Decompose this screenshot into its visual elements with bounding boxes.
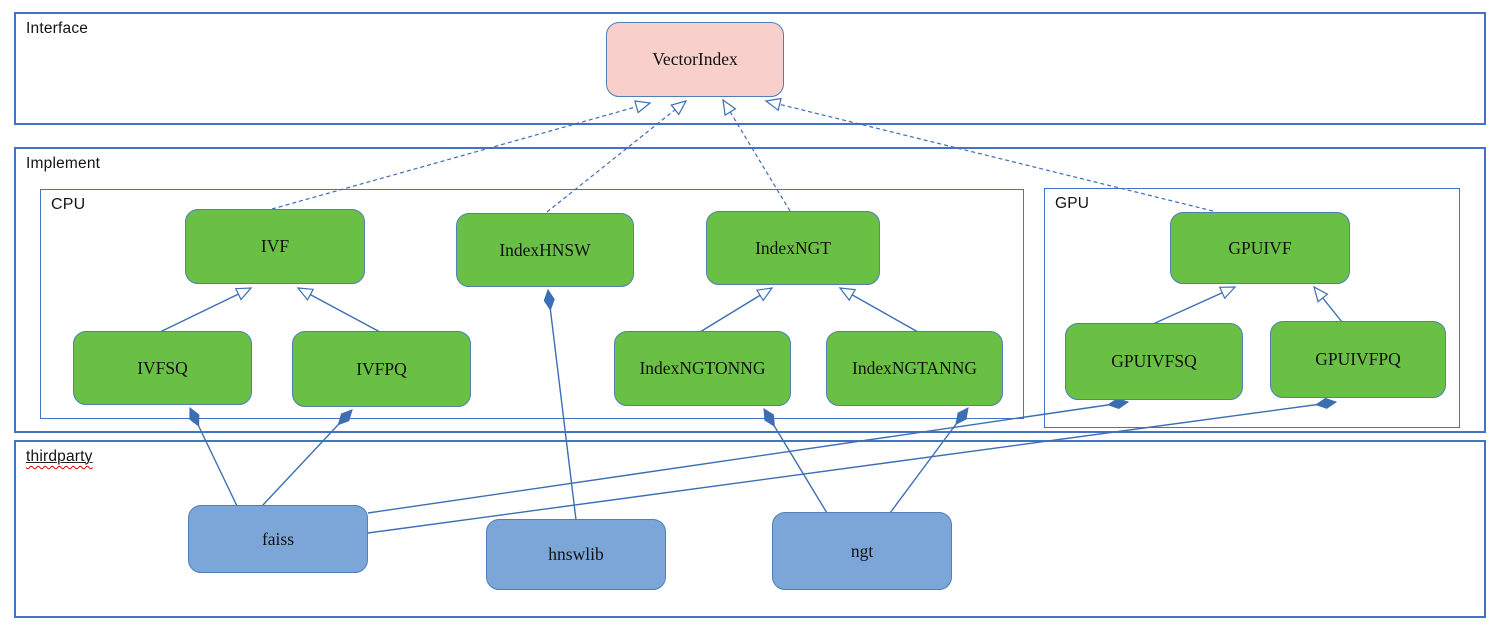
node-gpuivfpq[interactable]: GPUIVFPQ bbox=[1270, 321, 1446, 398]
container-label-interface: Interface bbox=[26, 20, 89, 37]
node-vectorindex[interactable]: VectorIndex bbox=[606, 22, 784, 97]
node-label: faiss bbox=[261, 528, 295, 549]
node-label: IVFSQ bbox=[137, 357, 188, 378]
edge-faiss-ivfsq-composition[interactable] bbox=[190, 408, 238, 507]
edge-gpuivfpq-gpuivf-inheritance[interactable] bbox=[1313, 285, 1343, 323]
edge-ivf-vectorindex-realization[interactable] bbox=[271, 100, 652, 210]
node-indexngt[interactable]: IndexNGT bbox=[706, 211, 880, 285]
edge-faiss-gpuivfsq-composition[interactable] bbox=[367, 402, 1128, 514]
container-gpu[interactable]: GPU bbox=[1044, 188, 1460, 428]
node-ivfsq[interactable]: IVFSQ bbox=[73, 331, 252, 405]
node-ivfpq[interactable]: IVFPQ bbox=[292, 331, 471, 407]
node-label: GPUIVF bbox=[1228, 237, 1292, 258]
container-label-implement: Implement bbox=[26, 155, 101, 172]
container-label-thirdparty: thirdparty bbox=[26, 448, 93, 466]
node-gpuivf[interactable]: GPUIVF bbox=[1170, 212, 1350, 284]
edge-indexngtonng-indexngt-inheritance[interactable] bbox=[699, 287, 774, 333]
edge-gpuivfsq-gpuivf-inheritance[interactable] bbox=[1152, 286, 1237, 325]
node-label: VectorIndex bbox=[652, 49, 738, 69]
thirdparty-spellcheck-underline: thirdparty bbox=[26, 448, 93, 465]
node-indexhnsw[interactable]: IndexHNSW bbox=[456, 213, 634, 287]
container-interface[interactable]: Interface bbox=[14, 12, 1486, 125]
node-ngt[interactable]: ngt bbox=[772, 512, 952, 590]
container-thirdparty[interactable]: thirdparty bbox=[14, 440, 1486, 618]
edge-faiss-gpuivfpq-composition[interactable] bbox=[367, 402, 1336, 534]
node-indexngtanng[interactable]: IndexNGTANNG bbox=[826, 331, 1003, 406]
container-implement[interactable]: Implement bbox=[14, 147, 1486, 433]
node-label: IVF bbox=[260, 236, 290, 256]
edge-indexngtanng-indexngt-inheritance[interactable] bbox=[838, 287, 919, 333]
container-label-gpu: GPU bbox=[1055, 195, 1090, 212]
node-hnswlib[interactable]: hnswlib bbox=[486, 519, 666, 590]
node-label: IVFPQ bbox=[356, 358, 407, 379]
edge-ngt-indexngtonng-composition[interactable] bbox=[763, 409, 828, 514]
node-ivf[interactable]: IVF bbox=[185, 209, 365, 284]
container-label-cpu: CPU bbox=[51, 196, 86, 213]
node-label: IndexNGT bbox=[755, 237, 831, 258]
node-label: GPUIVFSQ bbox=[1111, 351, 1197, 371]
node-gpuivfsq[interactable]: GPUIVFSQ bbox=[1065, 323, 1243, 400]
node-faiss[interactable]: faiss bbox=[188, 505, 368, 573]
node-label: ngt bbox=[850, 540, 874, 561]
edge-ivfpq-ivf-inheritance[interactable] bbox=[296, 287, 381, 333]
edge-ivfsq-ivf-inheritance[interactable] bbox=[159, 287, 253, 333]
edge-faiss-ivfpq-composition[interactable] bbox=[261, 410, 352, 507]
edge-indexhnsw-vectorindex-realization[interactable] bbox=[546, 100, 688, 213]
edge-hnswlib-indexhnsw-composition[interactable] bbox=[548, 290, 577, 521]
edge-ngt-indexngtanng-composition[interactable] bbox=[889, 408, 968, 514]
node-label: IndexNGTANNG bbox=[852, 358, 977, 378]
node-label: GPUIVFPQ bbox=[1315, 349, 1401, 369]
container-cpu[interactable]: CPU bbox=[40, 189, 1024, 419]
node-label: IndexHNSW bbox=[499, 239, 591, 260]
edge-indexngt-vectorindex-realization[interactable] bbox=[722, 98, 791, 212]
node-label: IndexNGTONNG bbox=[639, 358, 766, 378]
node-label: hnswlib bbox=[548, 544, 604, 564]
node-indexngtonng[interactable]: IndexNGTONNG bbox=[614, 331, 791, 406]
edge-gpuivf-vectorindex-realization[interactable] bbox=[764, 97, 1214, 212]
